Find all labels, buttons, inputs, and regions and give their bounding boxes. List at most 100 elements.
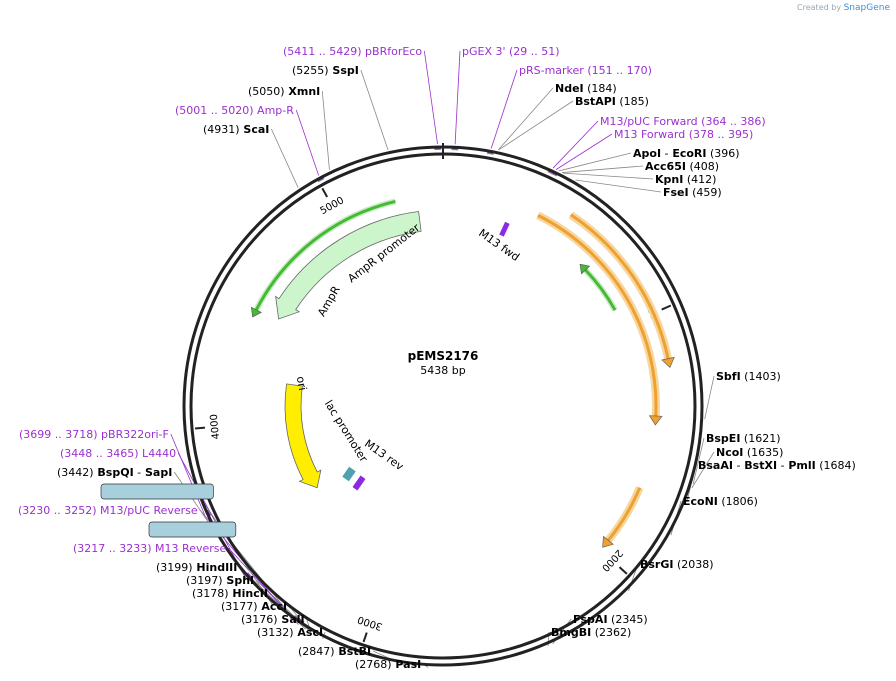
site-label: (5411 .. 5429) pBRforEco xyxy=(283,45,422,58)
ori-arrow xyxy=(284,383,322,489)
site-label: SbfI (1403) xyxy=(716,370,781,383)
site-label: BsaAI - BstXI - PmlI (1684) xyxy=(698,459,856,472)
amp-green-arc xyxy=(254,200,396,311)
backbone-inner-strand xyxy=(189,152,697,660)
cap-site-glyph xyxy=(342,466,356,482)
site-label: (3178) HincII xyxy=(192,587,268,600)
ampr-cds-arrow xyxy=(275,211,422,320)
site-name3: PmlI xyxy=(785,459,816,472)
site-pos: (1635) xyxy=(743,446,783,459)
site-pos: (2345) xyxy=(608,613,648,626)
site-name: HincII xyxy=(229,587,268,600)
tick-label: 5000 xyxy=(318,195,346,217)
site-label: ApoI - EcoRI (396) xyxy=(633,147,740,160)
leader-line xyxy=(704,375,715,420)
site-pos: (1684) xyxy=(816,459,856,472)
snapgene-logo: SnapGene xyxy=(843,3,890,13)
leader-line xyxy=(360,69,389,150)
site-range: (5001 .. 5020) xyxy=(175,104,254,117)
leader-line xyxy=(497,87,554,151)
site-name: pGEX 3' xyxy=(462,45,506,58)
site-name: BmgBI xyxy=(551,626,591,639)
site-label: BspEI (1621) xyxy=(706,432,781,445)
site-pos: (459) xyxy=(689,186,722,199)
site-range: (364 .. 386) xyxy=(698,115,766,128)
site-name: NdeI xyxy=(555,82,584,95)
site-pos: (2768) xyxy=(355,658,392,671)
site-range: (3230 .. 3252) xyxy=(18,504,97,517)
site-name: AscI xyxy=(294,626,324,639)
site-range: (151 .. 170) xyxy=(584,64,652,77)
feature-label-m13-fwd: M13 fwd xyxy=(476,226,522,263)
site-name: Acc65I xyxy=(645,160,686,173)
site-label: (5050) XmnI xyxy=(248,85,320,98)
plasmid-name: pEMS2176 xyxy=(408,349,479,363)
site-label: (4931) ScaI xyxy=(203,123,269,136)
site-label: (5001 .. 5020) Amp-R xyxy=(175,104,294,117)
m13-fwd-glyph xyxy=(499,221,510,237)
site-name: M13 Forward xyxy=(614,128,685,141)
site-name: M13/pUC Reverse xyxy=(97,504,198,517)
leader-line xyxy=(561,165,644,173)
site-range: (378 .. 395) xyxy=(685,128,753,141)
site-name: ScaI xyxy=(240,123,270,136)
feature-box xyxy=(100,483,214,500)
site-sep: - xyxy=(134,466,141,479)
site-sep: - xyxy=(661,147,668,160)
feature-label-ori: ori xyxy=(294,375,309,391)
feature-label-ampr: AmpR xyxy=(315,283,343,318)
leader-line xyxy=(271,128,299,188)
site-range: (3217 .. 3233) xyxy=(73,542,152,555)
leader-line xyxy=(555,133,613,170)
site-label: FspAI (2345) xyxy=(573,613,648,626)
site-label: BsrGI (2038) xyxy=(640,558,714,571)
leader-line xyxy=(692,437,705,485)
site-sep2: - xyxy=(777,459,784,472)
site-label: EcoNI (1806) xyxy=(683,495,758,508)
tick-label: 3000 xyxy=(356,613,384,632)
site-label: (3176) SalI xyxy=(241,613,305,626)
leader-line xyxy=(423,50,438,145)
site-pos: (2038) xyxy=(673,558,713,571)
m13-rev-glyph xyxy=(352,475,366,491)
green-arc xyxy=(584,268,617,311)
site-name: PasI xyxy=(392,658,422,671)
site-name: BspEI xyxy=(706,432,740,445)
site-label: (5255) SspI xyxy=(292,64,359,77)
site-label: M13/pUC Forward (364 .. 386) xyxy=(600,115,766,128)
site-name: ApoI xyxy=(633,147,661,160)
site-name: Amp-R xyxy=(254,104,295,117)
site-name: M13 Reverse xyxy=(152,542,227,555)
site-pos: (4931) xyxy=(203,123,240,136)
tick-mark xyxy=(618,566,628,575)
site-name2: BstXI xyxy=(740,459,777,472)
tick-mark xyxy=(321,187,329,198)
site-label: BmgBI (2362) xyxy=(551,626,631,639)
site-name: XmnI xyxy=(285,85,321,98)
leader-line xyxy=(575,179,662,193)
site-pos: (1621) xyxy=(740,432,780,445)
site-name: BsrGI xyxy=(640,558,673,571)
site-range: (5411 .. 5429) xyxy=(283,45,362,58)
site-name: SspI xyxy=(329,64,359,77)
site-name: L4440 xyxy=(139,447,177,460)
site-pos: (3178) xyxy=(192,587,229,600)
site-name: M13/pUC Forward xyxy=(600,115,698,128)
site-pos: (412) xyxy=(683,173,716,186)
green-arc-arrowhead xyxy=(579,263,591,275)
site-label: pGEX 3' (29 .. 51) xyxy=(462,45,560,58)
leader-line xyxy=(691,451,715,489)
site-pos: (3132) xyxy=(257,626,294,639)
site-labels: (5411 .. 5429) pBRforEco pGEX 3' (29 .. 5… xyxy=(18,45,856,671)
site-name: SbfI xyxy=(716,370,741,383)
leader-line xyxy=(498,100,574,151)
tick-mark xyxy=(194,426,206,430)
snapgene-credit: Created by SnapGene xyxy=(797,3,890,13)
plasmid-center-label: pEMS2176 5438 bp xyxy=(408,349,479,377)
cds-arc-3 xyxy=(607,487,642,542)
site-name: SalI xyxy=(278,613,305,626)
leader-line xyxy=(170,433,206,515)
leader-line xyxy=(295,109,320,176)
cds-arc-2-arrowhead xyxy=(661,356,675,368)
